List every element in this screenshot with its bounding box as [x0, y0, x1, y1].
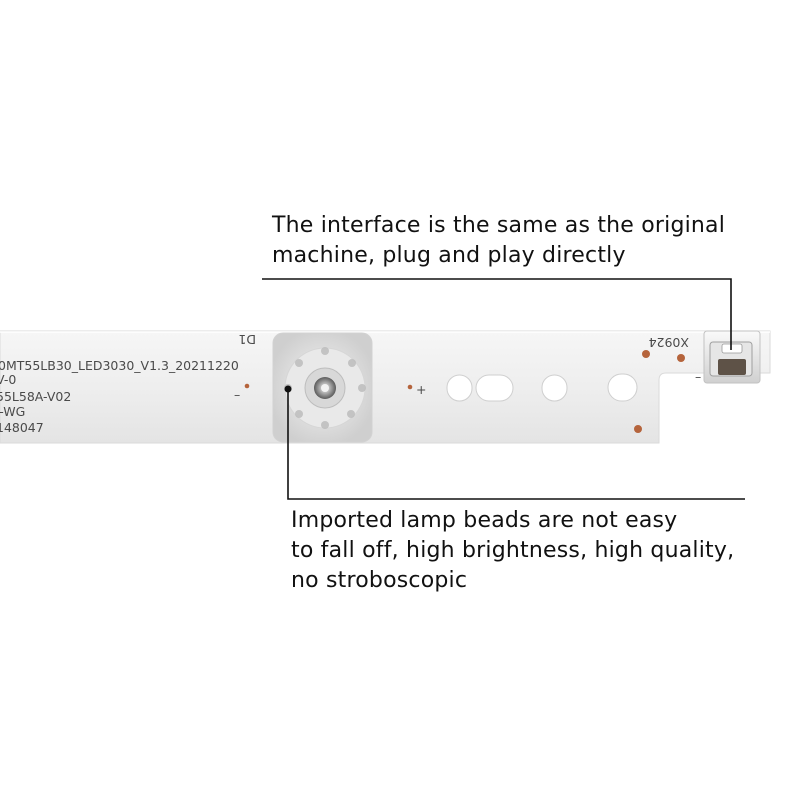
callout-line: no stroboscopic — [291, 568, 468, 593]
top-leader-line — [262, 278, 732, 350]
solder-pad — [677, 354, 685, 362]
mounting-hole — [541, 374, 568, 402]
silkscreen-line: 148047 — [0, 420, 44, 435]
led-strip-board — [0, 330, 771, 444]
plus-sign-mid: + — [416, 382, 426, 397]
minus-sign-left: – — [234, 387, 240, 402]
board-connector — [703, 330, 761, 384]
minus-sign-right: – — [695, 369, 701, 384]
solder-pad — [642, 350, 650, 358]
leader-lines — [262, 278, 745, 500]
lamp-bead-callout: Imported lamp beads are not easy to fall… — [291, 506, 734, 596]
silkscreen-line: J-WG — [0, 404, 25, 419]
silkscreen-line: 0MT55LB30_LED3030_V1.3_20211220 — [0, 358, 239, 373]
callout-line: The interface is the same as the origina… — [272, 213, 726, 238]
d1-label: D1 — [238, 332, 256, 347]
board-code-label: X0924 — [649, 335, 689, 350]
solder-pads — [244, 350, 685, 433]
silkscreen-line: 55L58A-V02 — [0, 389, 71, 404]
bottom-leader-line — [287, 391, 745, 500]
connector-callout: The interface is the same as the origina… — [272, 211, 725, 271]
mounting-holes — [446, 373, 638, 402]
mounting-hole — [446, 374, 473, 402]
mounting-hole — [475, 374, 514, 402]
led-lamp-bead — [272, 332, 373, 443]
callout-line: to fall off, high brightness, high quali… — [291, 538, 735, 563]
callout-line: Imported lamp beads are not easy — [291, 508, 678, 533]
solder-pad — [407, 384, 413, 390]
silkscreen-line: V-0 — [0, 372, 16, 387]
solder-pad — [634, 425, 642, 433]
callout-line: machine, plug and play directly — [272, 243, 626, 268]
mounting-hole — [607, 373, 638, 402]
solder-pad — [244, 383, 250, 389]
